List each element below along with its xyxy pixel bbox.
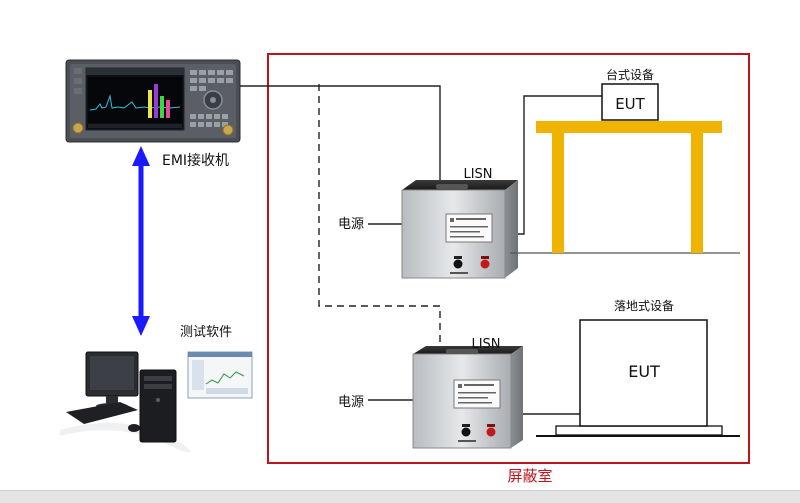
eut-tabletop-box bbox=[601, 83, 659, 121]
test-table bbox=[510, 121, 740, 254]
test-software-label: 测试软件 bbox=[180, 325, 232, 340]
shielded-room-border bbox=[267, 53, 750, 464]
tabletop-equipment-label: 台式设备 bbox=[606, 67, 654, 82]
lisn-lower-label: LISN bbox=[471, 337, 500, 352]
test-computer bbox=[60, 351, 253, 453]
power-lower-label: 电源 bbox=[338, 395, 364, 410]
bottom-scroll-bar bbox=[0, 490, 800, 503]
power-upper-label: 电源 bbox=[338, 217, 364, 232]
eut-tabletop-label: EUT bbox=[615, 95, 645, 113]
eut-floor-box bbox=[579, 319, 708, 427]
eut-floor-label: EUT bbox=[628, 362, 660, 381]
wiring bbox=[240, 84, 603, 415]
lisn-upper bbox=[401, 180, 518, 279]
floor-equipment-label: 落地式设备 bbox=[614, 299, 674, 313]
floor-platform bbox=[536, 425, 740, 437]
lisn-lower bbox=[412, 346, 523, 449]
emi-receiver-label: EMI接收机 bbox=[162, 152, 229, 169]
lisn-upper-label: LISN bbox=[463, 167, 492, 182]
emi-receiver-instrument bbox=[65, 59, 241, 143]
data-link-arrow bbox=[132, 146, 150, 336]
shielded-room-label: 屏蔽室 bbox=[507, 467, 552, 485]
